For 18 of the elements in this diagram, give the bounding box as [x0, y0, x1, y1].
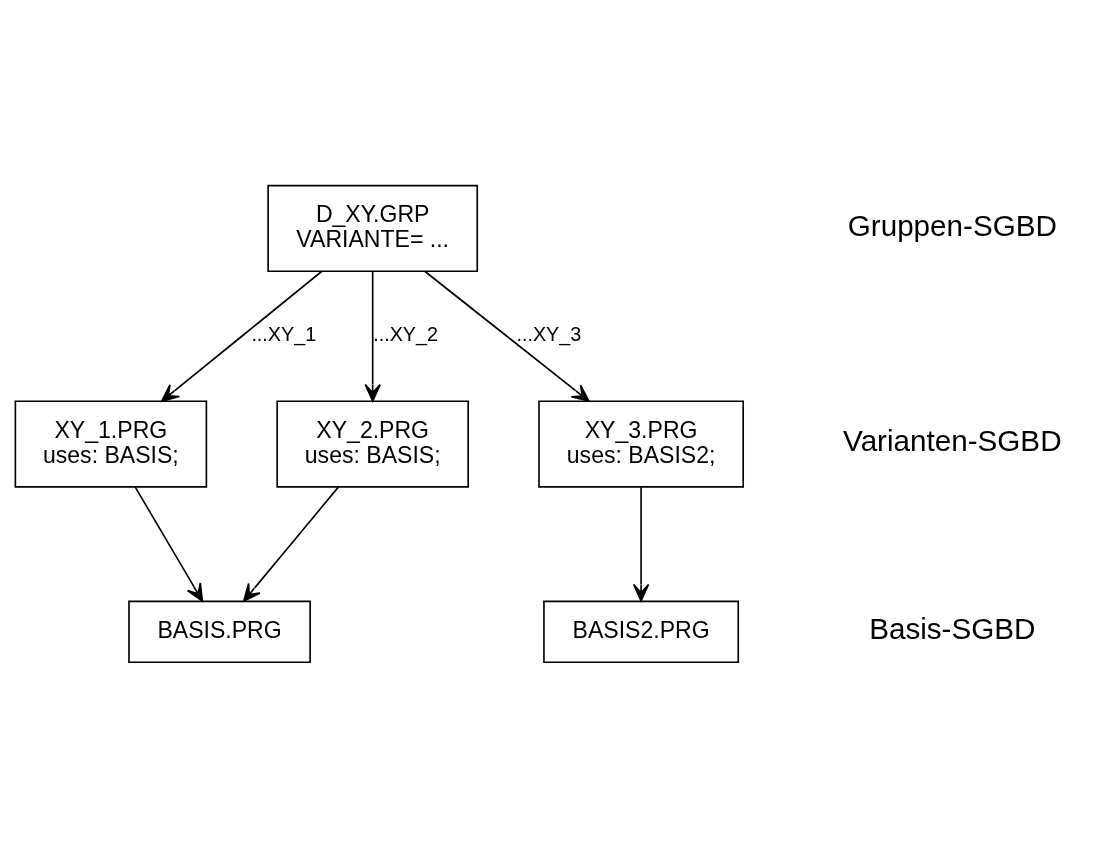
- arrow: [424, 270, 590, 402]
- arrow: [243, 486, 340, 602]
- arrow: [364, 270, 381, 402]
- label: Gruppen-SGBD: [847, 208, 1057, 242]
- node-box: XY_2.PRG uses: BASIS;: [276, 400, 470, 488]
- node-box: BASIS.PRG: [128, 600, 311, 664]
- edge-label: ...XY_3: [516, 323, 582, 346]
- label: Varianten-SGBD: [843, 424, 1062, 458]
- edge-label: ...XY_1: [251, 323, 317, 346]
- arrow: [632, 486, 650, 602]
- edge-label: ...XY_2: [373, 323, 439, 346]
- node-box: XY_3.PRG uses: BASIS2;: [538, 400, 744, 488]
- node-box: D_XY.GRP VARIANTE= ...: [267, 184, 479, 273]
- node-box: BASIS2.PRG: [543, 600, 740, 664]
- label: Basis-SGBD: [869, 612, 1036, 646]
- node-box: XY_1.PRG uses: BASIS;: [14, 400, 208, 488]
- arrow: [134, 486, 204, 602]
- arrow: [161, 270, 323, 402]
